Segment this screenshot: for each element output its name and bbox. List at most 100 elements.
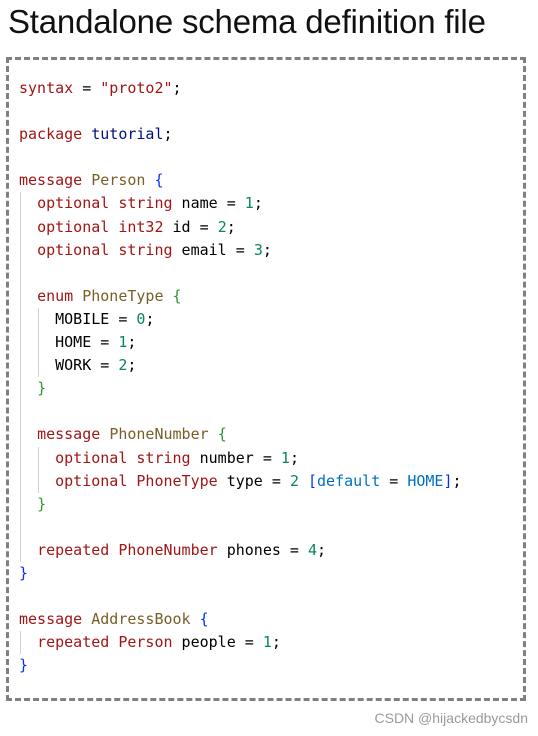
indent-guide <box>20 284 21 308</box>
code-line: optional string name = 1; <box>19 192 462 216</box>
code-token <box>82 125 91 143</box>
code-token: 1 <box>280 448 290 467</box>
code-token: ; <box>253 194 263 213</box>
code-token: ; <box>226 217 236 236</box>
code-token: string <box>118 194 173 213</box>
code-token: PhoneNumber <box>109 425 209 444</box>
code-token: ; <box>163 125 173 144</box>
code-token: 2 <box>289 471 299 490</box>
code-line: HOME = 1; <box>19 331 462 355</box>
code-token: id = <box>163 217 218 236</box>
code-line: } <box>19 492 462 516</box>
code-token: WORK = <box>55 356 119 375</box>
code-token: 1 <box>118 333 128 352</box>
indent-guide <box>20 446 21 470</box>
code-token: string <box>118 240 173 259</box>
code-token: message <box>37 425 101 444</box>
code-token <box>73 287 82 305</box>
code-token: ; <box>172 79 182 97</box>
code-token: optional <box>55 448 128 467</box>
code-token: "proto2" <box>100 79 173 97</box>
code-token: HOME = <box>55 333 119 352</box>
code-token: 1 <box>244 194 254 213</box>
code-token: Person <box>91 171 146 190</box>
code-token: [ <box>308 471 318 490</box>
code-line: message Person { <box>19 169 462 192</box>
code-token: repeated <box>37 540 110 559</box>
code-token: people = <box>172 633 263 652</box>
code-token: optional <box>55 471 128 490</box>
indent-guide <box>20 354 21 378</box>
slide-title: Standalone schema definition file <box>8 3 486 40</box>
code-token: phones = <box>217 540 308 559</box>
code-token: repeated <box>37 633 110 652</box>
indent-guide <box>20 515 21 539</box>
code-line <box>19 100 462 123</box>
watermark-text: CSDN @hijackedbycsdn <box>374 710 529 726</box>
indent-guide <box>20 192 21 216</box>
code-token: tutorial <box>91 125 164 144</box>
code-token: ; <box>452 471 462 490</box>
indent-guide <box>38 331 40 355</box>
code-line: optional string email = 3; <box>19 238 462 262</box>
code-line: optional string number = 1; <box>19 446 462 470</box>
code-token: email = <box>172 240 254 259</box>
indent-guide <box>38 307 40 332</box>
code-line: optional int32 id = 2; <box>19 215 462 239</box>
code-token: = <box>380 471 408 490</box>
code-token: 2 <box>118 356 128 375</box>
code-token: ; <box>127 356 137 375</box>
code-token: PhoneType <box>82 286 164 305</box>
code-token <box>82 171 91 189</box>
proto-code-block: syntax = "proto2"; package tutorial; mes… <box>19 77 462 677</box>
code-token: } <box>37 494 47 513</box>
code-token: message <box>19 171 83 190</box>
indent-guide <box>20 377 21 401</box>
code-line: } <box>19 377 462 401</box>
code-line <box>19 146 462 169</box>
code-token: ; <box>317 540 327 559</box>
code-token <box>109 633 118 651</box>
indent-guide <box>20 469 21 493</box>
code-token: ; <box>262 240 272 259</box>
indent-guide <box>20 307 21 332</box>
code-token: MOBILE = <box>55 309 137 328</box>
indent-guide <box>20 331 21 355</box>
code-line <box>19 400 462 424</box>
code-token <box>109 194 118 212</box>
code-token: Person <box>118 633 173 652</box>
code-token: = <box>73 79 101 97</box>
code-token: string <box>136 448 191 467</box>
indent-guide <box>20 400 21 424</box>
indent-guide <box>20 631 21 655</box>
code-line: } <box>19 562 462 585</box>
code-token: HOME <box>407 471 444 490</box>
indent-guide <box>38 354 40 378</box>
code-token <box>191 610 200 628</box>
code-line: package tutorial; <box>19 123 462 146</box>
indent-guide <box>20 492 21 516</box>
code-token: type = <box>217 471 290 490</box>
code-line: message PhoneNumber { <box>19 423 462 447</box>
code-token: 4 <box>308 540 318 559</box>
code-token: number = <box>190 448 281 467</box>
code-token: { <box>199 610 209 629</box>
code-token <box>100 425 109 443</box>
code-token: { <box>172 286 182 305</box>
dashed-code-frame <box>6 57 526 701</box>
code-token: AddressBook <box>91 610 191 629</box>
code-line: message AddressBook { <box>19 608 462 631</box>
code-line <box>19 585 462 608</box>
code-token: name = <box>172 194 245 213</box>
code-token: optional <box>37 240 110 259</box>
code-line: MOBILE = 0; <box>19 307 462 332</box>
code-line: optional PhoneType type = 2 [default = H… <box>19 469 462 493</box>
code-token <box>82 610 91 628</box>
code-token <box>299 472 308 490</box>
code-token: } <box>37 379 47 398</box>
indent-guide <box>38 469 40 493</box>
code-token: ; <box>145 309 155 328</box>
code-token: package <box>19 125 83 144</box>
code-token: 2 <box>217 217 227 236</box>
code-line: } <box>19 654 462 677</box>
